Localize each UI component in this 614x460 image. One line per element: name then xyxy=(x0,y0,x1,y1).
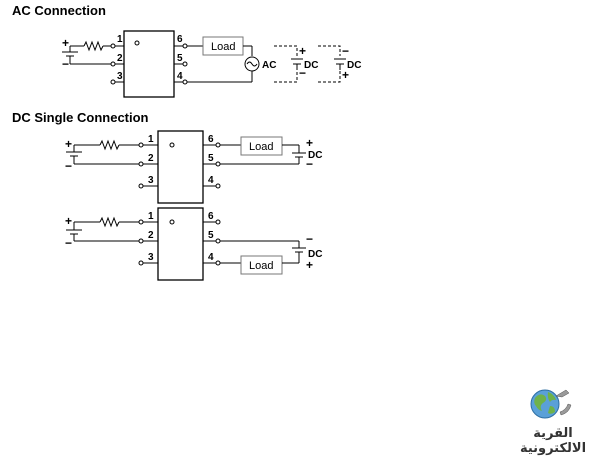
dc2-output-label: DC xyxy=(308,249,322,260)
dc-circuit-1 xyxy=(66,130,306,204)
dc1-pin-4: 4 xyxy=(208,175,214,186)
dc2-pin-2: 2 xyxy=(148,230,154,241)
ac-labels: 1 2 3 6 5 4 Load AC + − DC − + DC xyxy=(117,34,361,82)
dc2-ic-package xyxy=(157,207,204,281)
dc2-input-plus: + xyxy=(65,214,72,228)
ac-pin-6: 6 xyxy=(177,34,183,45)
dc2-load-box xyxy=(240,255,283,275)
dc2-resistor xyxy=(99,216,120,228)
dc1-load-box xyxy=(240,136,283,156)
dc1-output-minus: − xyxy=(306,157,313,171)
ac-pin-3: 3 xyxy=(117,71,123,82)
ac-dc1-plus: + xyxy=(299,44,306,58)
ac-pin-1: 1 xyxy=(117,34,123,45)
dc2-pin-6: 6 xyxy=(208,211,214,222)
dc1-pin-2: 2 xyxy=(148,153,154,164)
dc1-pin-1: 1 xyxy=(148,134,154,145)
ac-pin-5: 5 xyxy=(177,53,183,64)
dc1-ic-package xyxy=(157,130,204,204)
dc-circuit-1-labels: + − 1 2 3 6 5 4 Load + − DC xyxy=(65,134,322,186)
watermark-logo xyxy=(530,389,572,419)
ac-connection-circuit: + − xyxy=(62,30,346,98)
dc1-output-plus: + xyxy=(306,136,313,150)
dc1-output-label: DC xyxy=(308,150,322,161)
dc1-pin-3: 3 xyxy=(148,175,154,186)
section-title-dc-single-connection: DC Single Connection xyxy=(12,110,149,125)
dc1-pin-6: 6 xyxy=(208,134,214,145)
ac-dc1-label: DC xyxy=(304,60,318,71)
ac-dc2-plus: + xyxy=(342,68,349,82)
ac-ic-package xyxy=(123,30,175,98)
dc1-input-minus: − xyxy=(65,159,72,173)
dc1-pin-5: 5 xyxy=(208,153,214,164)
ac-load-label: Load xyxy=(211,41,235,53)
dc2-output-minus: − xyxy=(306,232,313,246)
dc-circuit-2 xyxy=(66,207,306,281)
ac-resistor xyxy=(83,40,104,52)
dc-circuit-2-labels: + − 1 2 3 6 5 4 Load − + DC xyxy=(65,211,322,272)
dc1-resistor xyxy=(99,139,120,151)
dc2-load-label: Load xyxy=(249,260,273,272)
dc2-output-plus: + xyxy=(306,258,313,272)
section-title-ac-connection: AC Connection xyxy=(12,3,106,18)
watermark-text: القرية الالكترونية xyxy=(519,426,587,456)
ac-dc2-minus: − xyxy=(342,44,349,58)
dc1-load-label: Load xyxy=(249,141,273,153)
ac-input-battery xyxy=(62,46,78,64)
dc2-pin-4: 4 xyxy=(208,252,214,263)
ac-source-label: AC xyxy=(262,60,276,71)
dc1-input-plus: + xyxy=(65,137,72,151)
ac-pin-2: 2 xyxy=(117,53,123,64)
ac-dc2-label: DC xyxy=(347,60,361,71)
dc2-input-minus: − xyxy=(65,236,72,250)
ac-input-plus: + xyxy=(62,36,69,50)
ac-dc1-minus: − xyxy=(299,66,306,80)
dc2-pin-1: 1 xyxy=(148,211,154,222)
dc2-pin-3: 3 xyxy=(148,252,154,263)
dc2-pin-5: 5 xyxy=(208,230,214,241)
ac-input-minus: − xyxy=(62,57,69,71)
ac-pin-4: 4 xyxy=(177,71,183,82)
